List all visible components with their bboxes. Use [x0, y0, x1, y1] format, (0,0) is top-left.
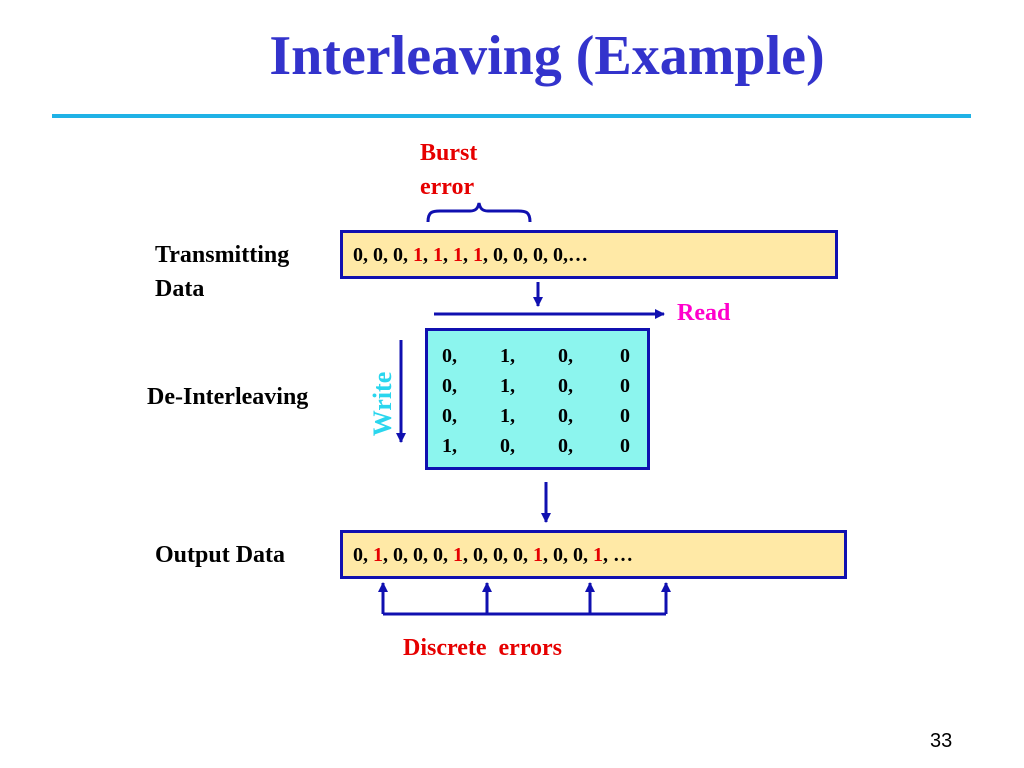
transmit-segment: ,	[463, 243, 473, 266]
output-error-bit: 1	[453, 543, 463, 566]
transmit-error-bit: 1	[473, 243, 483, 266]
read-label: Read	[677, 300, 731, 326]
output-segment: 0,	[353, 543, 373, 566]
de-interleaving-label: De-Interleaving	[147, 384, 309, 410]
matrix-cell-r2-c0: 0,	[442, 405, 457, 427]
transmitting-data-box: 0, 0, 0, 1, 1, 1, 1, 0, 0, 0, 0,…	[340, 230, 838, 279]
transmit-error-bit: 1	[453, 243, 463, 266]
matrix-cell-r1-c3: 0	[620, 375, 630, 397]
discrete-errors-label: Discrete errors	[403, 635, 563, 661]
burst-error-brace	[426, 202, 532, 223]
matrix-cell-r1-c2: 0,	[558, 375, 573, 397]
matrix-cell-r1-c0: 0,	[442, 375, 457, 397]
transmit-error-bit: 1	[433, 243, 443, 266]
transmit-segment: 0, 0, 0,	[353, 243, 413, 266]
transmitting-data-label: Transmitting Data	[155, 238, 289, 306]
output-segment: , 0, 0, 0,	[463, 543, 533, 566]
output-segment: , 0, 0, 0,	[383, 543, 453, 566]
output-data-label: Output Data	[155, 542, 286, 568]
matrix-cell-r2-c1: 1,	[500, 405, 515, 427]
matrix-cell-r0-c3: 0	[620, 345, 630, 367]
matrix-cell-r3-c2: 0,	[558, 435, 573, 457]
transmit-segment: , 0, 0, 0, 0,…	[483, 243, 588, 266]
matrix-cell-r1-c1: 1,	[500, 375, 515, 397]
matrix-cell-r3-c1: 0,	[500, 435, 515, 457]
output-data-box: 0, 1, 0, 0, 0, 1, 0, 0, 0, 1, 0, 0, 1, …	[340, 530, 847, 579]
output-error-bit: 1	[533, 543, 543, 566]
matrix-cell-r2-c2: 0,	[558, 405, 573, 427]
transmit-segment: ,	[423, 243, 433, 266]
output-error-bit: 1	[373, 543, 383, 566]
page-title: Interleaving (Example)	[269, 25, 825, 87]
transmitting-label-line-1: Transmitting	[155, 242, 290, 268]
burst-error-label: Burst error	[420, 136, 477, 204]
matrix-cell-r3-c0: 1,	[442, 435, 457, 457]
matrix-cell-r0-c0: 0,	[442, 345, 457, 367]
matrix-cell-r2-c3: 0	[620, 405, 630, 427]
output-segment: , …	[603, 543, 633, 566]
title-underline	[52, 114, 971, 118]
matrix-cell-r0-c1: 1,	[500, 345, 515, 367]
output-segment: , 0, 0,	[543, 543, 593, 566]
transmit-error-bit: 1	[413, 243, 423, 266]
page-number: 33	[930, 730, 953, 752]
matrix-cell-r3-c3: 0	[620, 435, 630, 457]
transmitting-label-line-2: Data	[155, 276, 205, 302]
transmit-segment: ,	[443, 243, 453, 266]
matrix-cell-r0-c2: 0,	[558, 345, 573, 367]
burst-error-line-2: error	[420, 174, 475, 200]
deinterleaving-matrix: 0, 1, 0, 0 0, 1, 0, 0 0, 1, 0, 0 1, 0, 0, 0	[425, 328, 650, 470]
output-error-bit: 1	[593, 543, 603, 566]
burst-error-line-1: Burst	[420, 140, 478, 166]
